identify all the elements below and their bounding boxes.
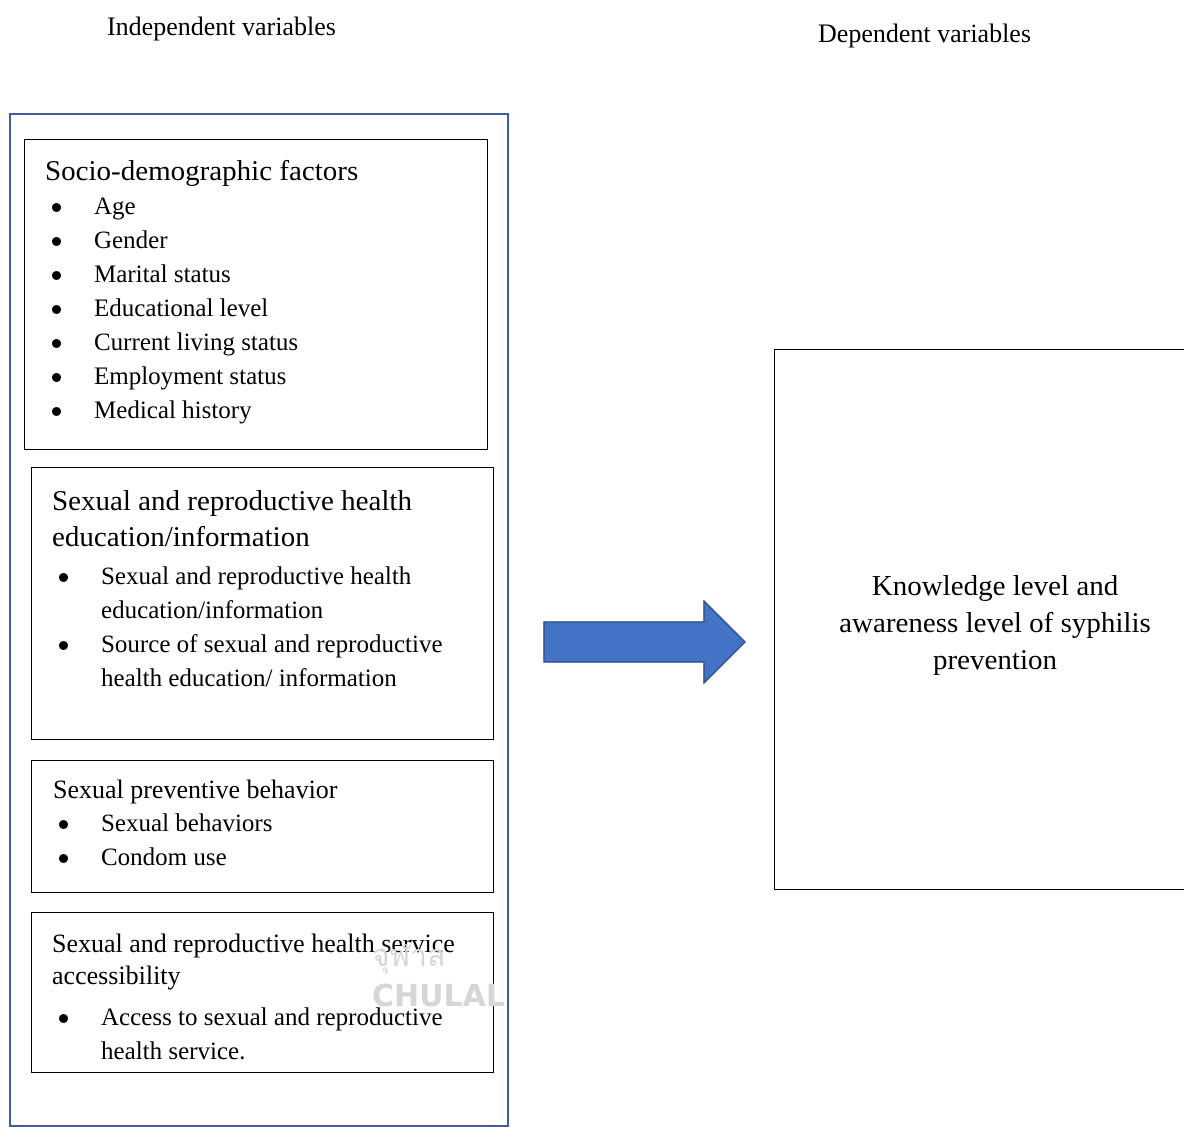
watermark-thai-text: จุฬาล	[372, 939, 446, 974]
list-item: Source of sexual and reproductive health…	[59, 628, 481, 696]
list-item: Age	[51, 190, 298, 224]
bullet-list: Age Gender Marital status Educational le…	[51, 190, 298, 428]
preventive-behavior-box: Sexual preventive behavior Sexual behavi…	[31, 760, 494, 893]
bullet-list: Sexual and reproductive health education…	[59, 560, 481, 696]
watermark-latin-text: CHULAL	[372, 979, 505, 1014]
list-item: Educational level	[51, 292, 298, 326]
independent-variables-header: Independent variables	[107, 12, 336, 41]
box-title: Sexual preventive behavior	[53, 775, 338, 804]
list-item: Sexual behaviors	[58, 807, 272, 841]
list-item: Medical history	[51, 394, 298, 428]
box-title: Sexual and reproductive health education…	[52, 485, 412, 553]
dependent-variable-box: Knowledge level and awareness level of s…	[774, 349, 1184, 890]
list-item: Gender	[51, 224, 298, 258]
dependent-variables-header: Dependent variables	[818, 19, 1031, 48]
bullet-list: Access to sexual and reproductive health…	[59, 1001, 481, 1069]
right-arrow-icon	[543, 600, 747, 684]
list-item: Access to sexual and reproductive health…	[59, 1001, 481, 1069]
list-item: Condom use	[58, 841, 272, 875]
university-watermark: จุฬาล CHULAL	[372, 940, 532, 1014]
bullet-list: Sexual behaviors Condom use	[58, 807, 272, 875]
list-item: Current living status	[51, 326, 298, 360]
dependent-variable-text: Knowledge level and awareness level of s…	[839, 570, 1151, 676]
socio-demographic-box: Socio-demographic factors Age Gender Mar…	[24, 139, 488, 450]
list-item: Employment status	[51, 360, 298, 394]
box-title: Socio-demographic factors	[45, 155, 359, 187]
service-accessibility-box: Sexual and reproductive health service a…	[31, 912, 494, 1073]
list-item: Marital status	[51, 258, 298, 292]
box-title: Sexual and reproductive health service a…	[52, 929, 455, 990]
education-information-box: Sexual and reproductive health education…	[31, 467, 494, 740]
list-item: Sexual and reproductive health education…	[59, 560, 481, 628]
